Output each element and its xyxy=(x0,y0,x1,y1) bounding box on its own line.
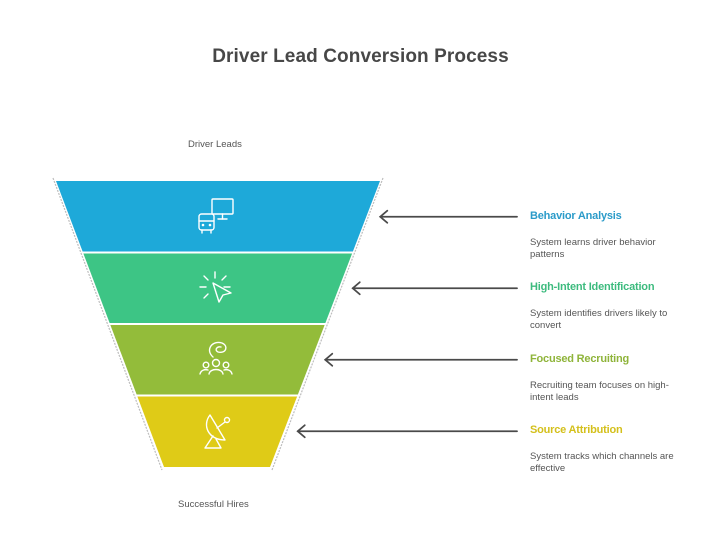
arrow-2 xyxy=(351,281,518,296)
bus-monitor-icon xyxy=(198,198,234,234)
funnel-bottom-label: Successful Hires xyxy=(178,499,249,510)
team-focus-icon xyxy=(199,341,233,375)
funnel-band-4 xyxy=(137,396,298,467)
stage-description: System learns driver behavior patterns xyxy=(530,236,656,260)
stage-title: Source Attribution xyxy=(530,424,623,437)
funnel-top-label: Driver Leads xyxy=(188,139,242,150)
stage-description: System identifies drivers likely to conv… xyxy=(530,308,668,332)
stage-title: Behavior Analysis xyxy=(530,209,622,222)
funnel-outline-right xyxy=(271,177,384,471)
funnel-outline-left xyxy=(52,177,163,471)
arrow-4 xyxy=(296,424,518,439)
stage-title: High-Intent Identification xyxy=(530,281,655,294)
funnel-band-2 xyxy=(83,253,353,323)
stage-description: Recruiting team focuses on high-intent l… xyxy=(530,379,669,403)
diagram-title: Driver Lead Conversion Process xyxy=(212,46,509,67)
funnel-band-1 xyxy=(56,181,380,252)
arrow-1 xyxy=(378,209,518,224)
cursor-click-icon xyxy=(199,271,232,303)
stage-description: System tracks which channels are effecti… xyxy=(530,451,674,475)
stage-title: Focused Recruiting xyxy=(530,352,630,365)
arrow-3 xyxy=(323,352,518,367)
satellite-dish-icon xyxy=(204,414,231,449)
